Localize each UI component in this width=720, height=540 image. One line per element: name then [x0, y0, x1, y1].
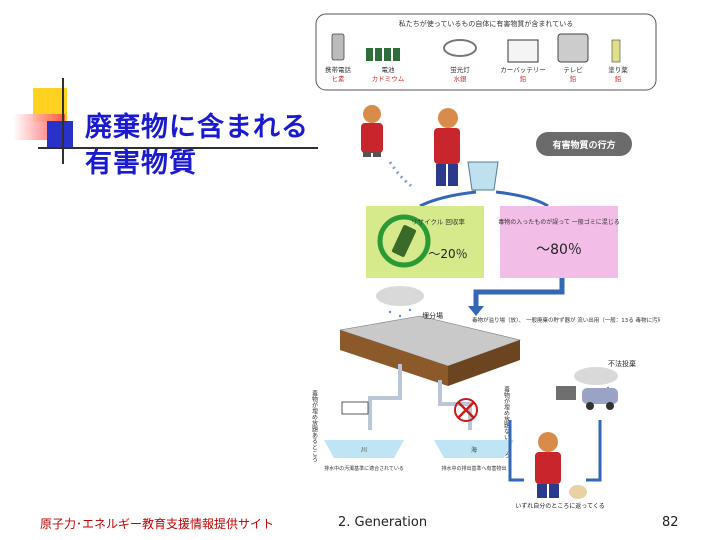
product-name: 携帯電話 [325, 65, 352, 74]
illegal-dump-label: 不法投棄 [608, 359, 636, 368]
deco-square-blue [47, 121, 73, 147]
tv-icon [558, 34, 588, 62]
flow-arrow-left [420, 192, 476, 206]
phone-icon [332, 34, 344, 60]
recycle-rate: ～20％ [428, 247, 467, 261]
recycle-box [366, 206, 484, 278]
water-left-note: 排水中の汚濁基準に適合されている [324, 465, 404, 472]
cloud-icon [574, 367, 618, 385]
cloud-icon [376, 286, 424, 306]
product-substance: カドミウム [372, 75, 405, 83]
general-trash-rate: ～80％ [536, 242, 582, 258]
general-trash-label: 毒物の入ったものが誤って 一般ゴミに混じる [498, 218, 620, 226]
dog-icon [569, 485, 587, 499]
destination-badge-label: 有害物質の行方 [552, 139, 615, 151]
drain-pipe-left [370, 364, 400, 430]
person-phone-icon [361, 105, 383, 157]
disposal-dotted-path [390, 162, 414, 188]
return-arrow [510, 420, 524, 480]
flow-arrow-right [496, 192, 548, 206]
person-trash-icon [434, 108, 460, 186]
title-line-1: 廃棄物に含まれる [85, 110, 309, 146]
ointment-icon [612, 40, 620, 62]
bottom-caption: いずれ自分のところに返ってくる [515, 502, 604, 510]
products-header: 私たちが使っているもの自体に有害物質が含まれている [399, 19, 573, 28]
footer-series: 2. Generation [338, 515, 427, 530]
product-name: テレビ [563, 65, 583, 74]
car-battery-icon [508, 40, 538, 62]
landfill-note: 毒物が溢り場（放）、 一般廃棄の貯ず器が 流い出用（一般：13る 毒物に汚染され… [472, 316, 660, 324]
title-line-2: 有害物質 [85, 146, 309, 182]
hazardous-waste-diagram: 私たちが使っているもの自体に有害物質が含まれている 携帯電話 ヒ素 電池 カドミ… [300, 10, 660, 510]
product-substance: 鉛 [570, 74, 577, 83]
product-name: 蛍光灯 [450, 65, 470, 74]
treatment-facility-icon [342, 402, 368, 414]
product-name: カーバッテリー [500, 66, 545, 74]
river-left-label: 川 [361, 447, 367, 454]
deco-vertical-line [62, 78, 64, 164]
page-number: 82 [662, 515, 679, 530]
drain-pipe-right [440, 380, 470, 430]
return-arrow [586, 420, 600, 480]
footer-source: 原子力･エネルギー教育支援情報提供サイト [40, 515, 274, 532]
left-side-label: 毒物が埋め放題あるところ [311, 389, 318, 463]
product-name: 塗り薬 [608, 65, 628, 74]
recycle-label: リサイクル 回収率 [411, 217, 465, 226]
product-substance: ヒ素 [332, 74, 346, 83]
landfill-label: 埋分場 [422, 311, 443, 320]
dumped-items-icon [556, 386, 618, 410]
product-substance: 水銀 [454, 74, 468, 83]
person-bottom-icon [535, 432, 561, 498]
product-substance: 鉛 [520, 74, 527, 83]
landfill-arrow [476, 278, 562, 310]
slide-title: 廃棄物に含まれる 有害物質 [85, 110, 309, 182]
trash-bin-icon [468, 162, 498, 190]
product-name: 電池 [382, 65, 396, 74]
product-substance: 鉛 [615, 74, 622, 83]
water-right-note: 排水中の排出基準へ有害物出 [441, 465, 506, 472]
river-right-label: 海 [471, 446, 477, 454]
